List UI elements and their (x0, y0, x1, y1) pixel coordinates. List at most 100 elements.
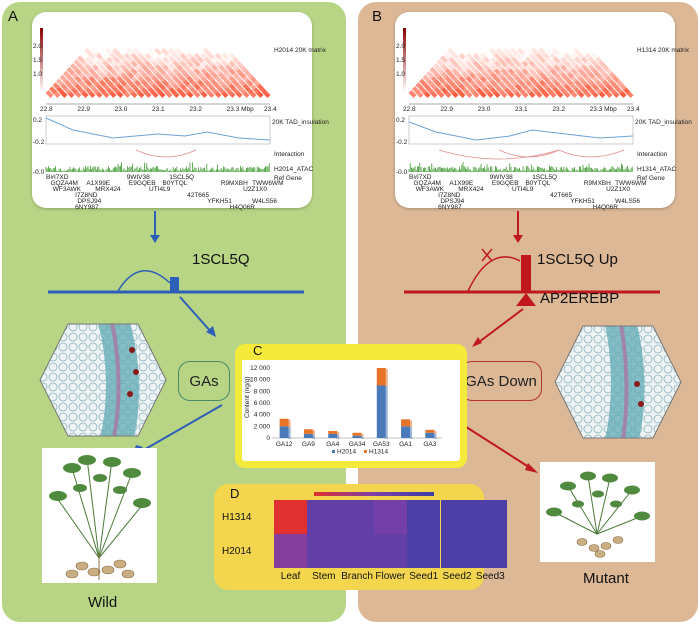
ref-gene-label: W4LS56 (615, 198, 640, 205)
matrix-cell (454, 47, 462, 56)
x-tick-label: GA4 (326, 441, 339, 448)
ref-gene-label: U2Z1X0 (243, 186, 267, 193)
interaction-arc (135, 149, 197, 158)
matrix-cell (419, 78, 427, 87)
matrix-cell (408, 90, 417, 98)
tf-label: AP2EREBP (540, 290, 620, 307)
x-tick-label: 23.4 (264, 106, 277, 113)
bar-shadow (361, 433, 364, 437)
ref-gene-label: H4Q06R (593, 204, 619, 211)
matrix-cell (70, 63, 78, 72)
ref-gene-label: DPSJ94 (440, 198, 464, 205)
ref-gene-label: 42T665 (550, 192, 572, 199)
heatmap-column-label: Seed3 (475, 571, 505, 582)
bar-shadow (337, 432, 340, 435)
wild-plant-image (42, 448, 157, 583)
tissue-section-wild (39, 323, 167, 437)
x-tick-label: 22.8 (403, 106, 416, 113)
arrow-gas-to-wild (134, 404, 223, 456)
matrix-cell (415, 82, 424, 91)
x-tick-label: 23.3 Mbp (227, 106, 254, 113)
ref-gene-label: E9GQEB (129, 180, 156, 187)
interaction-arc (558, 149, 625, 158)
bar-H1314-GA4 (328, 431, 338, 434)
matrix-cell (161, 47, 169, 56)
heatmap-cell-H1314-Branch (340, 500, 374, 534)
bar-H1314-GA1 (401, 419, 411, 427)
matrix-cell (224, 47, 232, 56)
heatmap-cell-H1314-Leaf (274, 500, 308, 534)
bar-shadow (410, 427, 413, 439)
legend-swatch (364, 450, 367, 453)
matrix-cell (510, 47, 518, 56)
matrix-cell (443, 51, 452, 60)
y-axis-label: Content (ng/g) (244, 376, 251, 418)
matrix-label: H2014 20K matrix (274, 47, 327, 54)
broken-loop-b (467, 256, 521, 292)
arrow-head-gasdown (472, 337, 482, 347)
ap2erebp-marker (516, 293, 536, 306)
insulation-y-tick: 0.2 (33, 117, 42, 124)
matrix-cell (189, 47, 197, 56)
ref-gene-label: I7Z8ND (75, 192, 98, 199)
ref-gene-label: 9WIV38 (127, 174, 151, 181)
matrix-y-tick: 1.5 (396, 57, 405, 64)
ref-gene-label: TWW6WM (615, 180, 646, 187)
x-tick-label: GA53 (373, 441, 390, 448)
tissue-section-mutant (554, 325, 682, 439)
matrix-cell (587, 47, 595, 56)
mutant-plant-image (540, 462, 655, 562)
ref-gene-label: YFKH51 (570, 198, 595, 205)
matrix-cell (105, 47, 113, 56)
matrix-cell (412, 86, 420, 95)
bar-H2014-GA9 (303, 433, 313, 438)
ref-gene-label: WF3AWK (416, 186, 445, 193)
matrix-cell (573, 47, 581, 56)
atac-signal (45, 162, 270, 172)
x-tick-label: 22.8 (40, 106, 53, 113)
wild-plant-illustration (49, 455, 151, 580)
ref-gene-label: TWW6WM (252, 180, 283, 187)
matrix-cell (112, 47, 120, 56)
insulation-y-tick: -0.2 (396, 139, 408, 146)
atac-label: H1314_ATAC (637, 166, 676, 173)
x-tick-label: 23.2 (552, 106, 565, 113)
matrix-cell (429, 66, 438, 75)
gene-label-a: 1SCL5Q (192, 251, 250, 268)
ref-gene-label: 1SCL5Q (169, 174, 194, 181)
ref-gene-label: 6NY987 (75, 204, 99, 211)
x-tick-label: 23.0 (115, 106, 128, 113)
matrix-cell (552, 47, 560, 56)
matrix-colorbar (403, 28, 406, 92)
gene-label-b: 1SCL5Q Up (537, 251, 618, 268)
matrix-cell (84, 47, 92, 56)
bar-H2014-GA53 (376, 385, 386, 438)
matrix-cell (98, 47, 106, 56)
y-tick-label: 4 000 (254, 412, 271, 419)
matrix-cell (182, 47, 190, 56)
matrix-cell (447, 47, 455, 56)
ref-gene-label: YFKH51 (207, 198, 232, 205)
bar-H1314-GA9 (303, 429, 313, 434)
heatmap-cell-H2014-Stem (307, 534, 341, 568)
matrix-cell (147, 47, 155, 56)
heatmap-column-label: Seed1 (409, 571, 439, 582)
ref-gene-label: UTI4L9 (149, 186, 171, 193)
bar-shadow (312, 430, 315, 435)
matrix-cell (482, 47, 490, 56)
mutant-plant-illustration (546, 471, 650, 558)
ref-gene-label: H4Q06R (230, 204, 256, 211)
hic-matrix (408, 47, 634, 98)
ref-gene-label: W4LS56 (252, 198, 277, 205)
matrix-cell (436, 59, 445, 68)
gas-down-box: GAs Down (460, 361, 542, 401)
matrix-cell (489, 47, 497, 56)
panel-b-diagram (404, 211, 660, 473)
matrix-cell (566, 47, 574, 56)
matrix-cell (66, 66, 75, 75)
ref-gene-label: B#I7XD (46, 174, 69, 181)
